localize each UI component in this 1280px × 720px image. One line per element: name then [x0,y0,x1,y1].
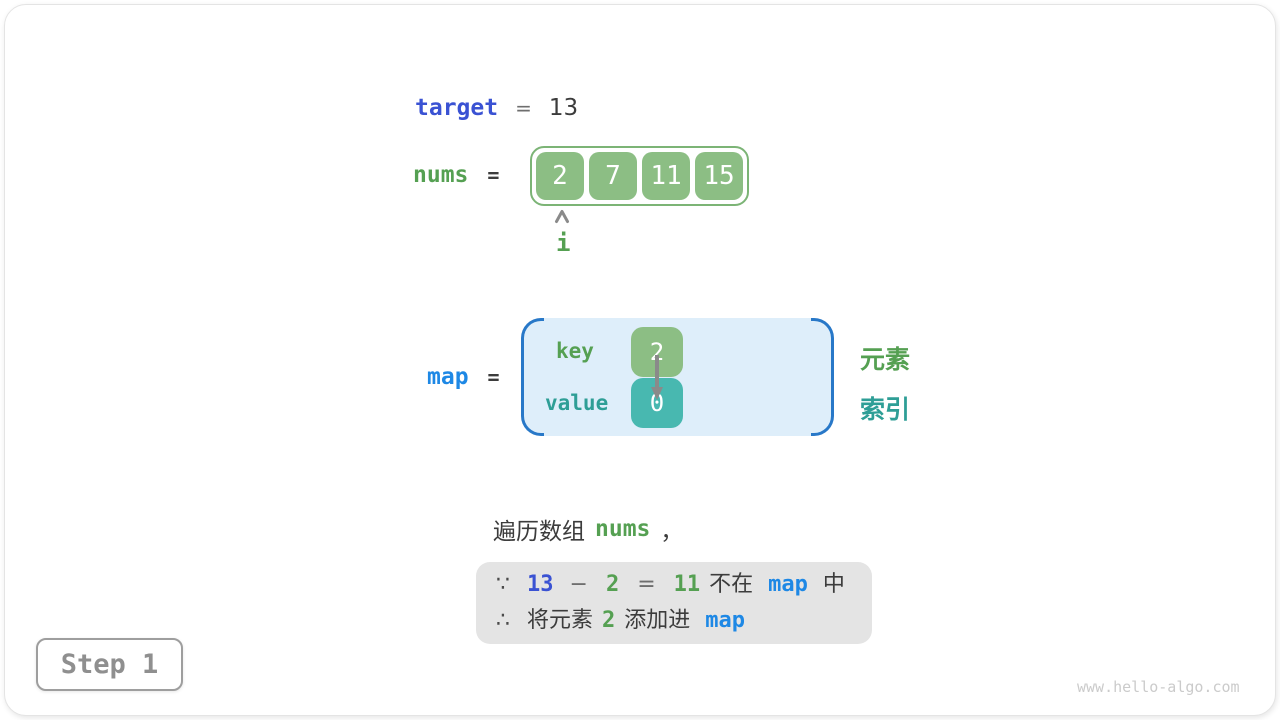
map-equals: = [487,365,500,389]
caption-comma: ， [660,519,684,545]
target-row: target = 13 [415,95,578,121]
note-diff-value: 11 [673,572,701,597]
nums-cell-3: 15 [695,152,743,200]
target-equals: = [515,96,532,120]
minus-operator: − [569,572,588,597]
note-map-ref-1: map [768,572,808,597]
nums-cell-2: 11 [642,152,690,200]
target-label: target [415,95,499,121]
map-left-bracket [521,318,544,436]
note-line-2: ∴ 将元素 2 添加进 map [496,603,872,639]
caption-text: 遍历数组 [493,519,585,545]
pointer-caret-icon [554,209,570,228]
nums-label: nums [413,162,469,188]
step-badge: Step 1 [36,638,183,691]
note-map-ref-2: map [705,608,746,633]
note-suffix-text: 中 [822,572,845,597]
nums-row: nums = [413,162,518,188]
map-key-label: key [556,339,594,363]
caption-code-nums: nums [595,516,651,542]
map-value-label: value [545,391,609,415]
map-right-bracket [811,318,834,436]
nums-equals: = [487,163,500,187]
map-row: map = [427,364,519,390]
pointer-label: i [556,229,571,257]
key-to-value-arrow-icon [650,355,664,405]
note-add-num: 2 [602,608,616,633]
note-line-1: ∵ 13 − 2 = 11 不在 map 中 [496,567,872,603]
note-box: ∵ 13 − 2 = 11 不在 map 中 ∴ 将元素 2 添加进 map [476,562,872,644]
therefore-symbol: ∴ [496,608,510,633]
because-symbol: ∵ [496,572,510,597]
equals-operator: = [637,572,656,597]
note-action-text: 添加进 [624,608,691,633]
note-num-value: 2 [605,572,620,597]
note-target-value: 13 [527,572,554,597]
nums-array: 2 7 11 15 [530,146,749,206]
map-label: map [427,364,469,390]
note-not-in-text: 不在 [709,572,754,597]
caption-line: 遍历数组 nums ， [493,512,683,546]
target-value: 13 [548,95,579,121]
map-container: key 2 value 0 [521,318,834,436]
nums-cell-1: 7 [589,152,637,200]
note-prefix-text: 将元素 [527,608,594,633]
element-side-label: 元素 [860,345,911,374]
nums-cell-0: 2 [536,152,584,200]
watermark: www.hello-algo.com [1077,678,1240,696]
index-side-label: 索引 [860,395,911,424]
